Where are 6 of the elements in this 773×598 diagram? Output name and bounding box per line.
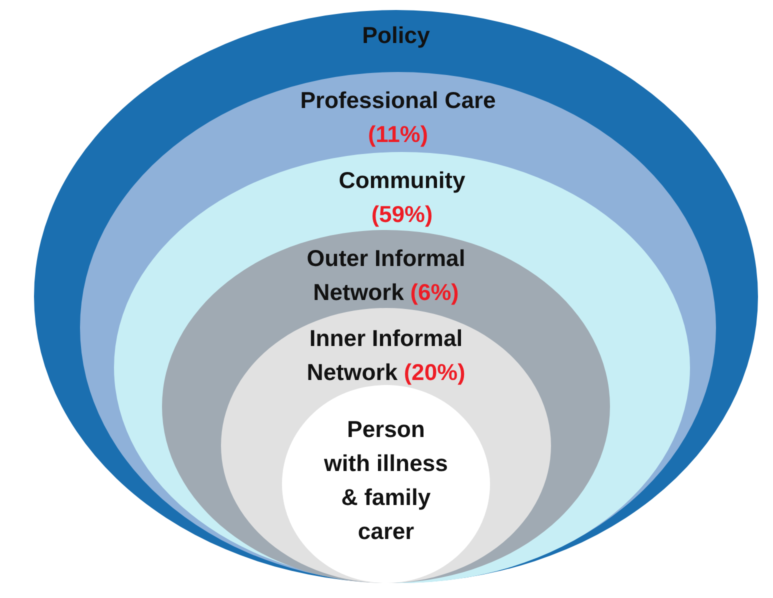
layer-label: Community (59%) — [338, 166, 466, 229]
layer-label: Professional Care (11%) — [299, 86, 497, 149]
layer-label: Inner Informal Network (20%) — [306, 324, 466, 387]
layer-label: Outer Informal Network (6%) — [306, 244, 466, 307]
center-label: Person with illness & family carer — [323, 415, 449, 546]
layer-label: Policy — [361, 21, 431, 50]
